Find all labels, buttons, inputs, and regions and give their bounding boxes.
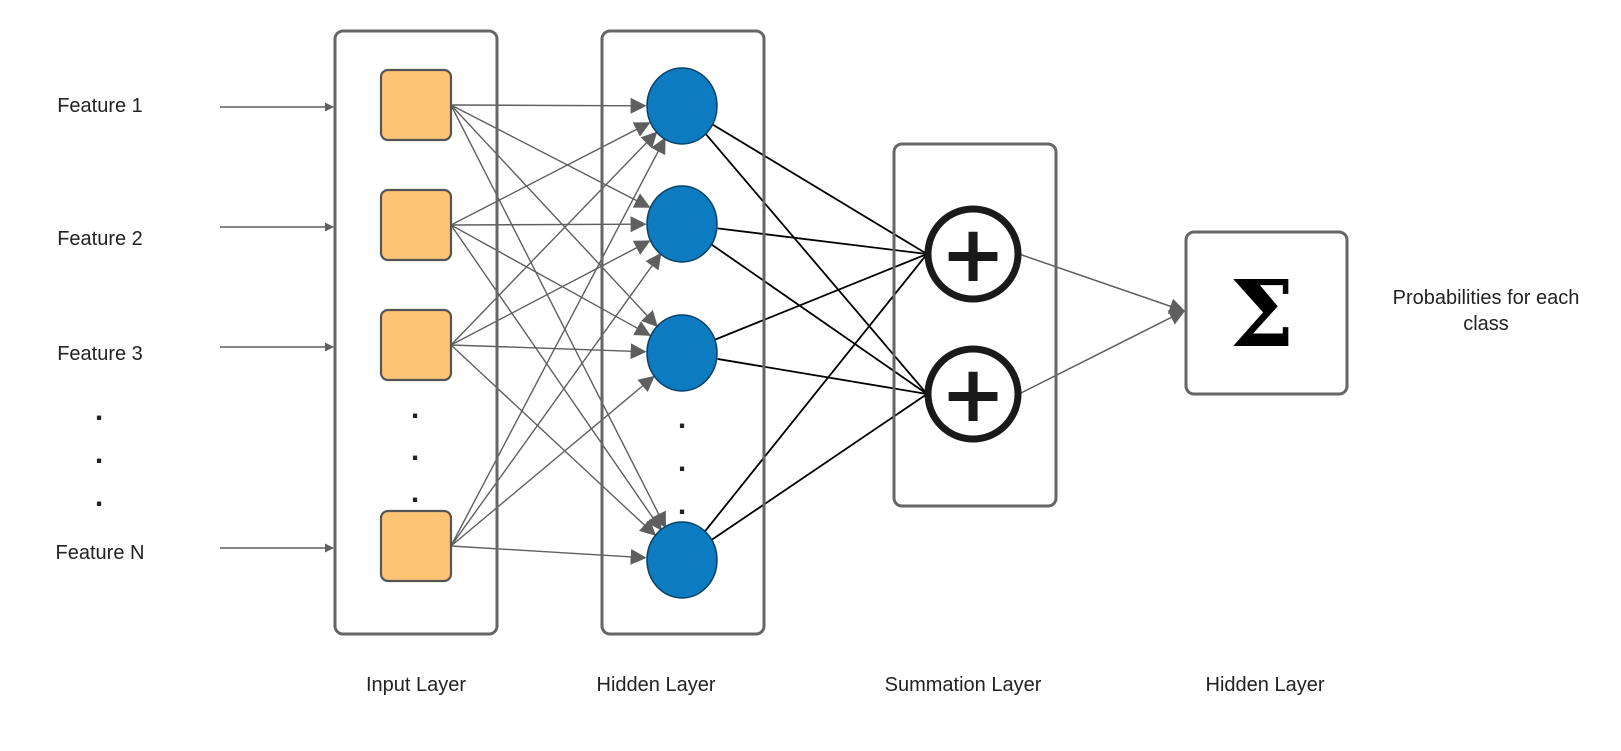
hidden-ellipsis-dot: . [678, 445, 686, 478]
input-nodes [379, 68, 453, 583]
summation-node [924, 205, 1022, 303]
hidden-layer-box [600, 29, 766, 636]
input-hidden-connection [450, 137, 666, 547]
input-hidden-connection [450, 104, 666, 529]
input-layer-label: Input Layer [366, 674, 466, 696]
feature-ellipsis-dot: . [95, 480, 103, 513]
summation-node [924, 345, 1022, 443]
output-probabilities-label: Probabilities for each [1393, 287, 1580, 309]
feature-label-2: Feature 2 [57, 228, 143, 250]
hidden-summation-connection [703, 253, 928, 533]
input-hidden-connection [450, 545, 647, 565]
input-hidden-connection [450, 104, 651, 208]
feature-label-1: Feature 1 [57, 95, 143, 117]
input-node [379, 308, 453, 382]
input-hidden-connection [450, 240, 651, 346]
input-hidden-connection [450, 216, 647, 233]
hidden-summation-connection [717, 227, 928, 255]
hidden-node [646, 185, 718, 263]
hidden-ellipsis-dot: . [678, 488, 686, 521]
hidden-summation-connection [715, 253, 928, 341]
input-node [379, 509, 453, 583]
output-layer-box [1184, 230, 1349, 396]
input-hidden-connection [450, 375, 655, 547]
feature-ellipsis-dot: . [95, 394, 103, 427]
feature-ellipsis-dot: . [95, 437, 103, 470]
hidden-node [646, 521, 718, 599]
input-hidden-connection [450, 344, 657, 536]
summation-output-arrow [1018, 310, 1186, 395]
input-node [379, 188, 453, 262]
input-layer-box [333, 29, 499, 636]
summation-layer-box [892, 142, 1058, 508]
hidden-node [646, 314, 718, 392]
connections [220, 97, 1186, 565]
summation-layer-label: Summation Layer [885, 674, 1042, 696]
output-layer-label: Hidden Layer [1206, 674, 1325, 696]
sigma-symbol: Σ [1229, 260, 1294, 368]
input-ellipsis-dot: . [411, 476, 419, 509]
hidden-summation-connection [711, 243, 928, 395]
hidden-summation-connection [711, 393, 928, 541]
input-node [379, 68, 453, 142]
summation-output-arrow [1018, 253, 1186, 314]
input-hidden-connection [450, 122, 651, 226]
input-hidden-connection [450, 224, 652, 336]
output-probabilities-label-line2: class [1463, 313, 1509, 335]
input-hidden-connection [450, 97, 647, 114]
input-hidden-connection [450, 224, 662, 531]
input-hidden-connection [450, 104, 658, 328]
input-hidden-connection [450, 343, 647, 360]
hidden-nodes [646, 67, 718, 599]
hidden-summation-connection [704, 132, 928, 395]
hidden-node [646, 67, 718, 145]
input-hidden-connection [450, 252, 662, 547]
plus-icon: + [940, 350, 1005, 440]
input-hidden-connection [450, 131, 658, 346]
hidden-summation-connection [712, 123, 928, 255]
hidden-ellipsis-dot: . [678, 402, 686, 435]
summation-nodes: ++ [924, 205, 1022, 443]
feature-label-3: Feature 3 [57, 343, 143, 365]
hidden-layer-label: Hidden Layer [597, 674, 716, 696]
input-ellipsis-dot: . [411, 392, 419, 425]
feature-label-n: Feature N [56, 542, 145, 564]
hidden-summation-connection [717, 358, 928, 395]
plus-icon: + [940, 210, 1005, 300]
input-ellipsis-dot: . [411, 434, 419, 467]
